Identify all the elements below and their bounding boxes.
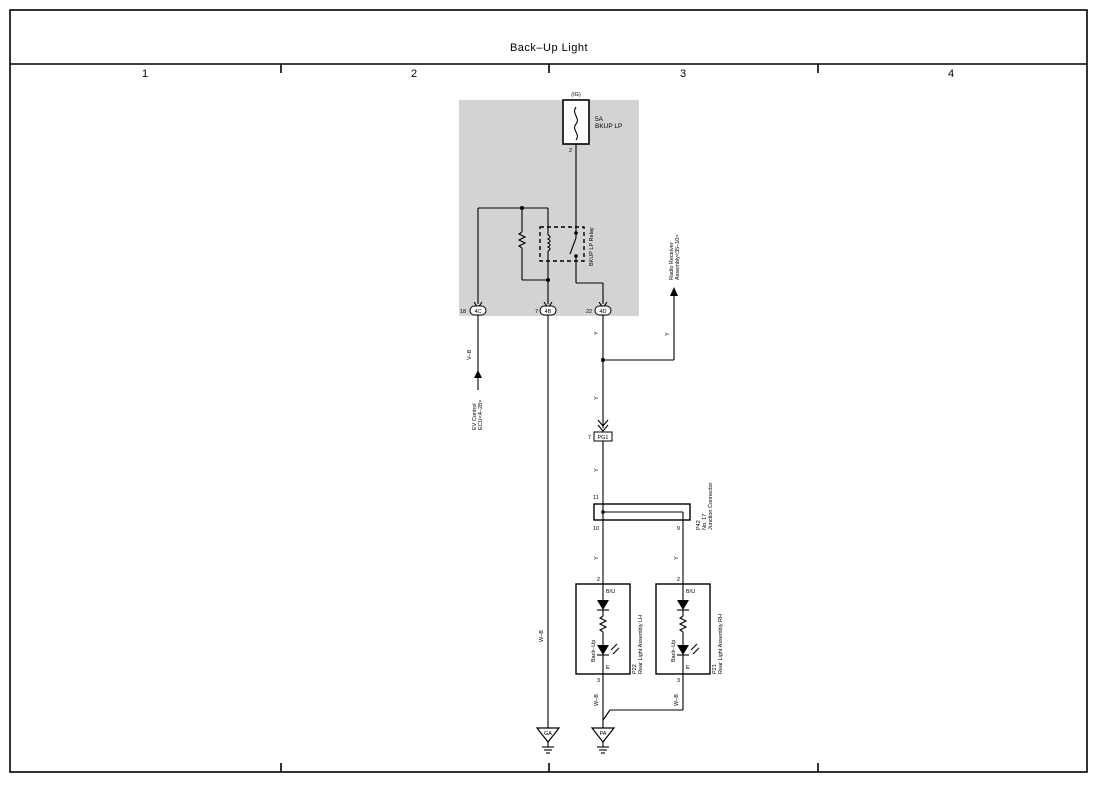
column-label-4: 4	[948, 68, 954, 80]
fuse-name: BKUP LP	[595, 123, 622, 130]
junction-pin-9: 9	[677, 526, 680, 532]
wire-color-y-radio: Y	[665, 332, 671, 336]
connector-4c-pin: 18	[460, 309, 466, 315]
ref-ev-control-line2: ECU<4–28>	[478, 400, 484, 430]
junction-line2: Junction Connector	[708, 482, 714, 530]
ground-pa-label: PA	[600, 731, 607, 737]
wire-color-vw-b: V–B	[467, 349, 473, 360]
connector-4d-id: 4D	[599, 309, 606, 315]
wire-color-w-b-rh: W–B	[674, 694, 680, 706]
lamp-rh-diode-icon	[677, 600, 689, 610]
relay-coil-icon	[546, 234, 551, 252]
arrow-radio-receiver-icon	[670, 287, 678, 296]
lamp-lh-pin-top: 2	[597, 577, 600, 583]
connector-pg1-id: PG1	[597, 435, 608, 441]
lamp-rh-pin-bottom: 3	[677, 678, 680, 684]
junction-line1: No. 17	[702, 514, 708, 530]
lamp-rh-code: P21	[712, 664, 718, 674]
lamp-lh-code: P22	[632, 664, 638, 674]
column-label-1: 1	[142, 68, 148, 80]
lamp-rh-label: Back–Up	[671, 640, 677, 662]
lamp-lh-term-top: B/U	[606, 589, 615, 595]
ref-radio-line2: Assembly<35–10>	[675, 234, 681, 280]
wire-color-y-2: Y	[594, 396, 600, 400]
column-label-3: 3	[680, 68, 686, 80]
junction-pin-10: 10	[593, 526, 599, 532]
connector-4b-pin: 7	[535, 309, 538, 315]
wire-color-y-rh: Y	[674, 556, 680, 560]
junction-pin-11: 11	[593, 495, 599, 501]
lamp-rh-term-top: B/U	[686, 589, 695, 595]
lamp-lh-term-bottom: E	[606, 665, 610, 671]
lamp-lh-led-icon	[597, 645, 609, 655]
column-ticks	[280, 64, 819, 772]
ref-ev-control-line1: EV Control	[472, 403, 478, 430]
fuse-icon	[562, 99, 590, 145]
lamp-lh-label: Back–Up	[591, 640, 597, 662]
ground-pa-icon	[590, 727, 616, 743]
lamp-lh-diode-icon	[597, 600, 609, 610]
fuse-element-icon	[574, 106, 578, 141]
relay-name: BKUP LP Relay	[589, 227, 595, 266]
wire-color-y-1: Y	[594, 331, 600, 335]
ref-radio-line1: Radio Receiver	[669, 242, 675, 280]
lamp-rh-term-bottom: E	[686, 665, 690, 671]
lamp-lh-name: Rear Light Assembly LH	[638, 615, 644, 674]
lamp-rh-led-icon	[677, 645, 689, 655]
connector-4c-id: 4C	[474, 309, 481, 315]
wire-color-y-lh: Y	[594, 556, 600, 560]
relay-resistor-icon	[517, 231, 527, 249]
wire-color-y-3: Y	[594, 468, 600, 472]
arrow-ev-control-icon	[474, 370, 482, 378]
wire-color-w-b-lh: W–B	[594, 694, 600, 706]
connector-4d-pin: 22	[586, 309, 592, 315]
lamp-rh-pin-top: 2	[677, 577, 680, 583]
ground-ga-icon	[535, 727, 561, 743]
fuse-rating: 5A	[595, 116, 604, 123]
diagram-title: Back–Up Light	[510, 42, 588, 54]
ground-ga-label: GA	[544, 731, 552, 737]
relay-icon	[539, 226, 585, 262]
lamp-rh-resistor-icon	[678, 615, 688, 633]
junction-code: P42	[696, 520, 702, 530]
lamp-rh-name: Rear Light Assembly RH	[718, 614, 724, 674]
fuse-pin: 2	[569, 148, 572, 154]
column-label-2: 2	[411, 68, 417, 80]
wire-color-w-b-center: W–B	[539, 630, 545, 642]
relay-switch-icon	[569, 237, 577, 255]
connector-pg1-pin: 7	[588, 435, 591, 441]
fuse-source-label: (IG)	[571, 92, 581, 98]
connector-4b-id: 4B	[545, 309, 552, 315]
lamp-lh-pin-bottom: 3	[597, 678, 600, 684]
lamp-lh-resistor-icon	[598, 615, 608, 633]
